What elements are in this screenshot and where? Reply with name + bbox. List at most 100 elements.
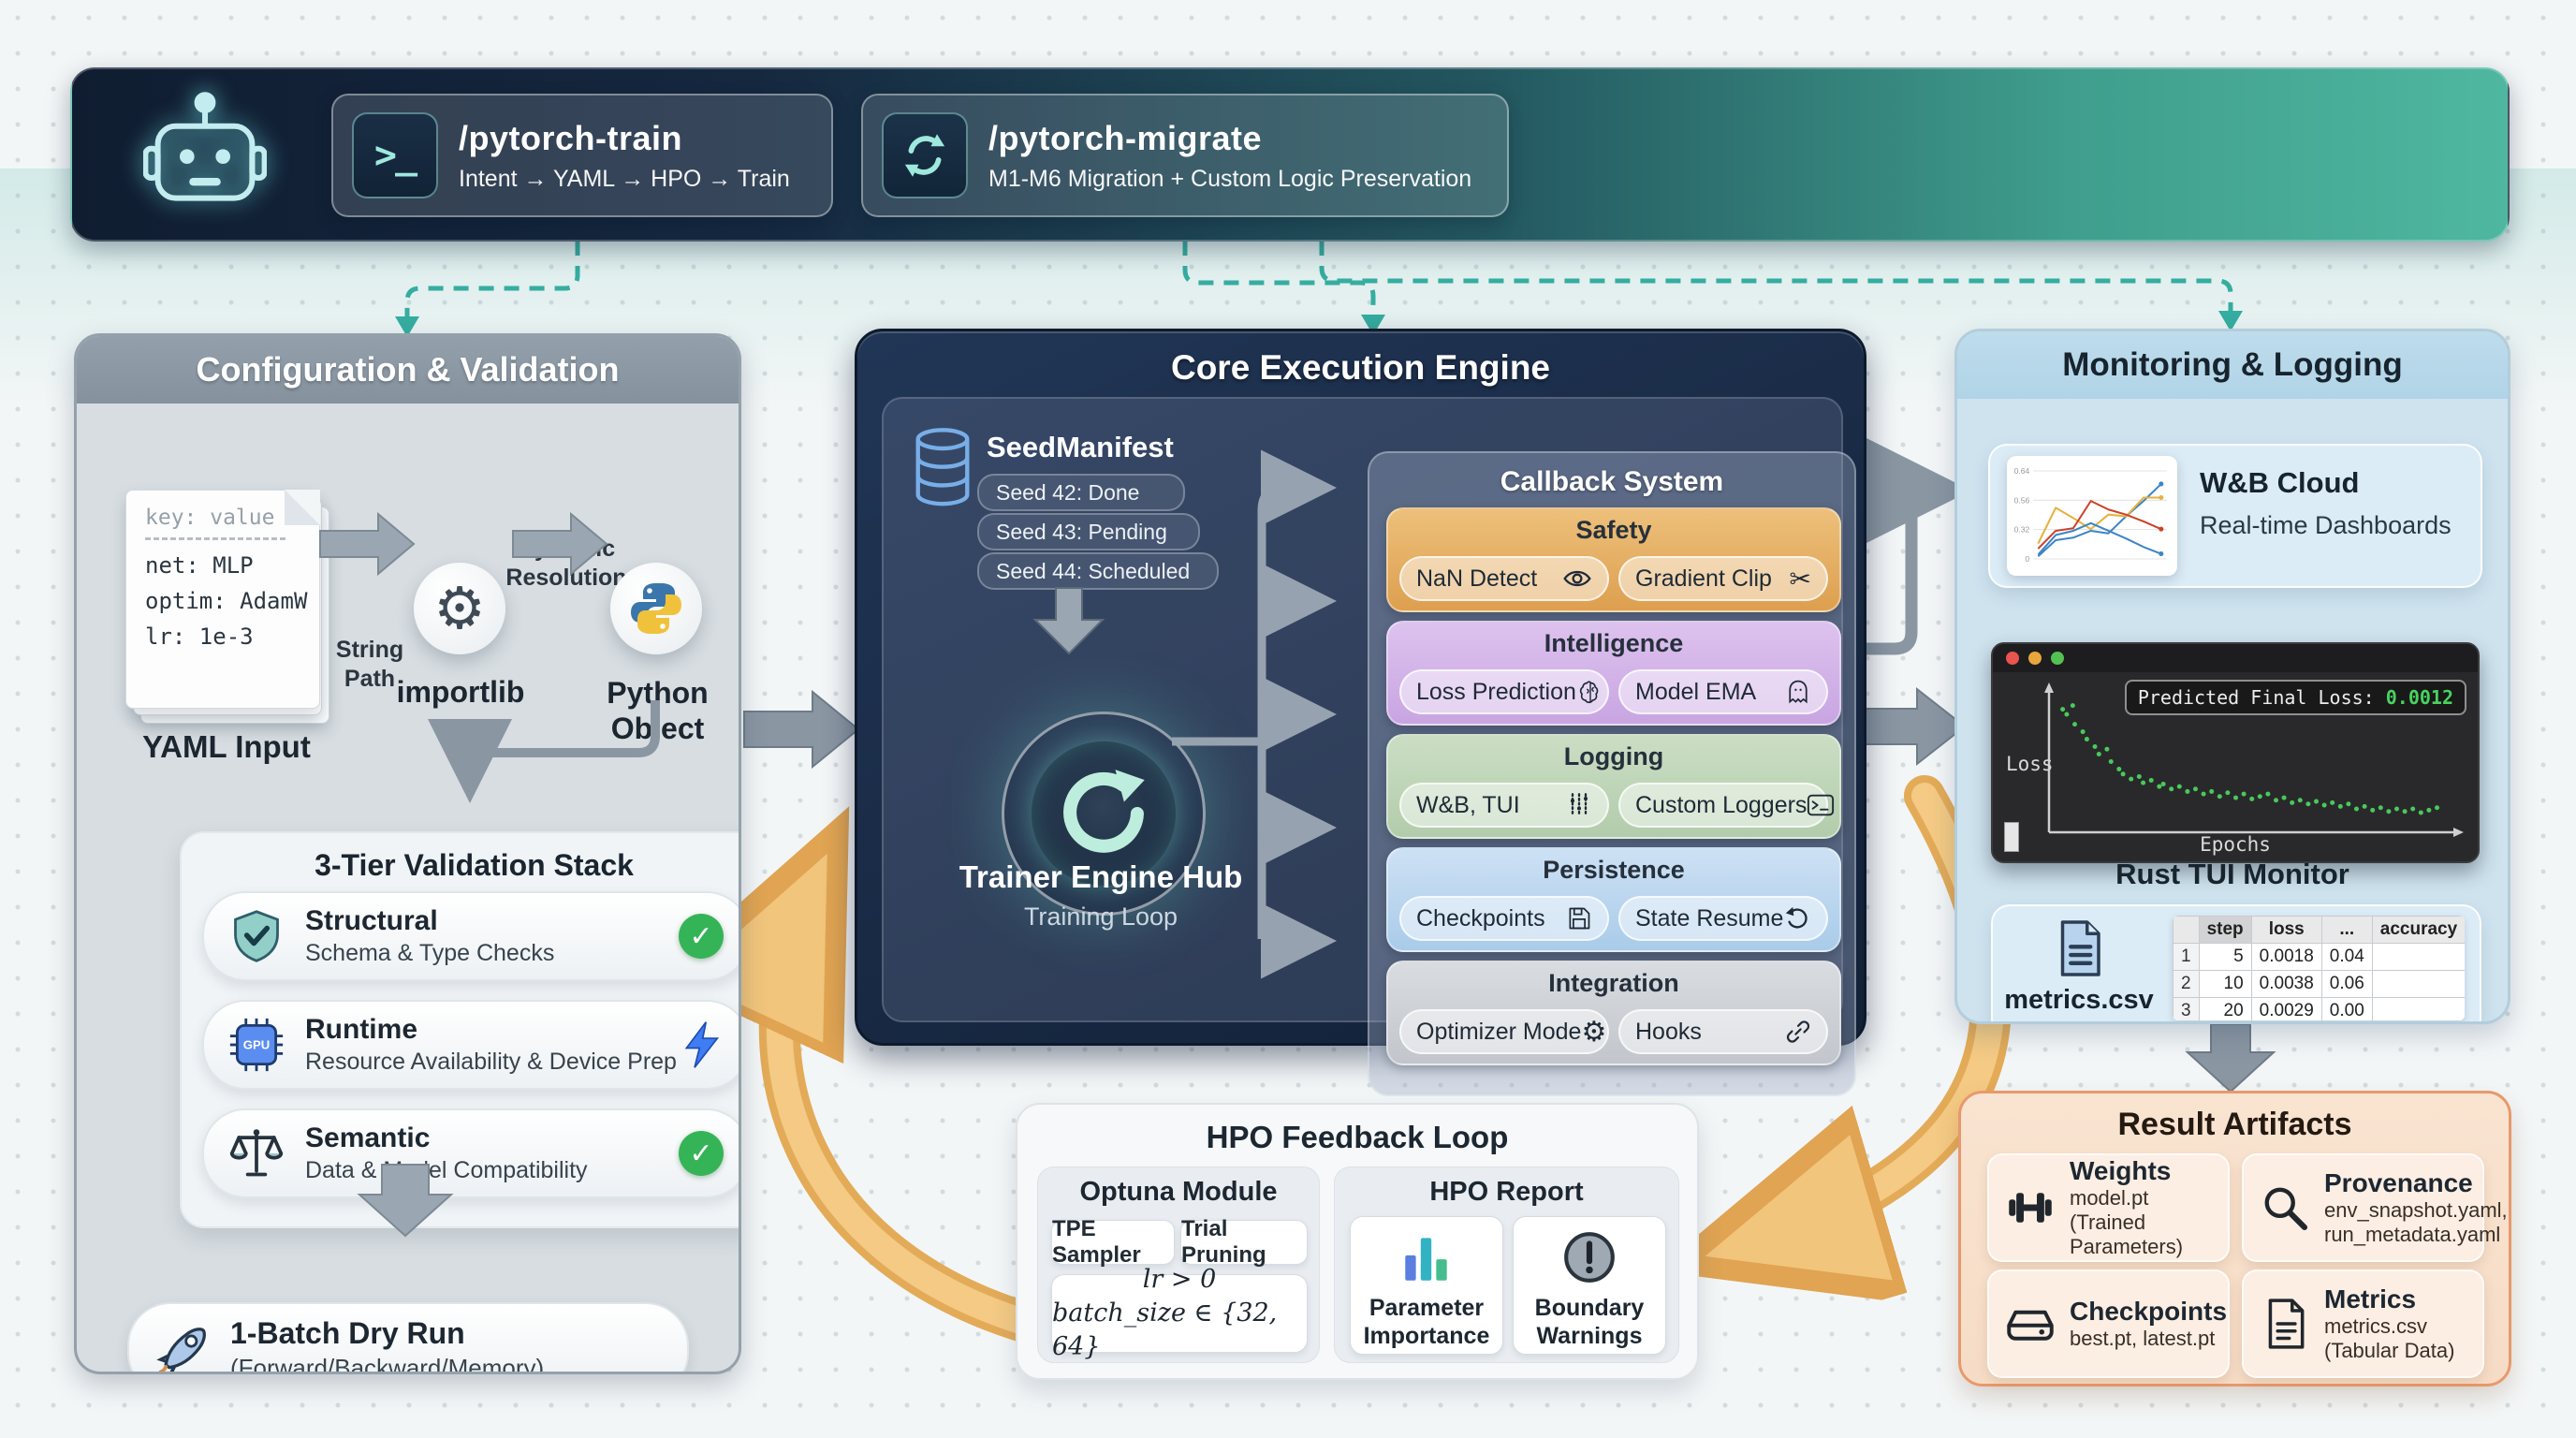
robot-icon [143,92,267,201]
trial-pruning-pill[interactable]: Trial Pruning [1180,1216,1308,1268]
parameter-importance-tile: Parameter Importance [1350,1216,1503,1355]
string-path-label: String Path [335,637,404,692]
tier-subtitle: Schema & Type Checks [305,940,555,966]
validation-row-semantic: Semantic Data & Model Compatibility ✓ [202,1108,739,1198]
validation-stack-card: 3-Tier Validation Stack Structural Schem… [180,831,739,1228]
tier-title: Structural [305,905,438,936]
callback-pill[interactable]: State Resume [1618,896,1828,941]
maximize-dot-icon[interactable] [2051,652,2064,665]
constraint-box: lr > 0 batch_size ∈ {32, 64} [1051,1265,1308,1361]
validation-row-runtime: GPU Runtime Resource Availability & Devi… [202,1000,739,1090]
magnifier-icon [2264,1187,2308,1231]
hpo-report-title: HPO Report [1429,1177,1584,1207]
yaml-line: lr: 1e-3 [145,624,254,650]
yaml-line: net: MLP [145,552,254,579]
check-badge-icon: ✓ [679,1131,724,1176]
eye-icon [1562,564,1592,594]
command-card-migrate[interactable]: /pytorch-migrate M1-M6 Migration + Custo… [861,94,1509,217]
tui-caption: Rust TUI Monitor [2115,858,2349,890]
trainer-hub-disk [1032,741,1176,886]
svg-text:0.64: 0.64 [2014,466,2030,476]
callback-pill[interactable]: Optimizer Mode ⚙ [1399,1009,1609,1054]
trainer-hub-ring [1002,712,1206,916]
file-icon [2268,1299,2305,1349]
undo-icon [1783,904,1811,932]
drive-icon [2007,1310,2054,1341]
brain-icon [1576,678,1604,706]
optuna-module-card: Optuna Module TPE Sampler Trial Pruning … [1037,1167,1320,1363]
dashed-routes [404,215,2233,316]
python-icon [631,583,681,634]
panel-title: Monitoring & Logging [1957,331,2508,399]
callback-group-integration: Integration Optimizer Mode ⚙ Hooks [1386,961,1841,1065]
hub-subtitle: Training Loop [1023,902,1178,931]
check-badge-icon: ✓ [679,914,724,959]
tier-subtitle: Data & Model Compatibility [305,1157,588,1183]
dry-run-card: 1-Batch Dry Run (Forward/Backward/Memory… [127,1302,689,1372]
callback-pill[interactable]: Checkpoints [1399,896,1609,941]
predicted-loss-value: 0.0012 [2385,686,2453,709]
command-header-bar: >_ /pytorch-train Intent → YAML → HPO → … [70,67,2510,242]
svg-text:0: 0 [2025,554,2029,564]
callback-system-title: Callback System [1500,466,1724,497]
python-logo-circle [610,563,702,654]
dynamic-resolution-label: Dynamic Resolution [505,536,627,591]
panel-title: Configuration & Validation [77,336,739,404]
tui-cursor [2004,822,2019,852]
close-dot-icon[interactable] [2006,652,2019,665]
gear-icon: ⚙ [1581,1015,1607,1049]
wandb-subtitle: Real-time Dashboards [2200,511,2452,539]
tpe-sampler-pill[interactable]: TPE Sampler [1051,1216,1175,1268]
dumbbell-icon [2009,1193,2052,1223]
yaml-page: key: value net: MLP optim: AdamW lr: 1e-… [125,490,320,709]
callback-group-safety: Safety NaN Detect Gradient Clip ✂ [1386,507,1841,612]
artifact-weights: Weights model.pt (Trained Parameters) [1987,1153,2230,1262]
callback-pill[interactable]: Model EMA [1618,669,1828,714]
rust-tui-window: Loss Epochs Predicted Final Loss: 0.0012 [1991,642,2480,863]
floppy-icon [1566,905,1592,932]
artifact-provenance: Provenance env_snapshot.yaml, run_metada… [2242,1153,2508,1262]
tui-titlebar [1993,644,2478,672]
command-card-train[interactable]: >_ /pytorch-train Intent → YAML → HPO → … [331,94,833,217]
balance-scale-icon [229,1129,284,1177]
flow-arrows [743,686,2276,1093]
constraint-line: lr > 0 [1142,1265,1217,1294]
tui-ylabel: Loss [2006,753,2054,775]
command-subtitle: M1-M6 Migration + Custom Logic Preservat… [988,165,1472,192]
engine-to-wandb-arrow [1850,430,1971,655]
callback-pill[interactable]: Hooks [1618,1009,1828,1054]
link-icon [1785,1019,1811,1045]
callback-system-panel: Callback System Safety NaN Detect Gradie… [1368,451,1856,1096]
predicted-loss-box: Predicted Final Loss: 0.0012 [2124,680,2466,715]
callback-group-intelligence: Intelligence Loss Prediction Model EMA [1386,621,1841,726]
callback-pill[interactable]: NaN Detect [1399,556,1609,601]
svg-text:GPU: GPU [243,1038,270,1052]
tier-title: Semantic [305,1123,431,1153]
yaml-input-label: YAML Input [142,729,311,764]
seed-pill: Seed 44: Scheduled [977,552,1219,590]
constraint-line: batch_size ∈ {32, 64} [1052,1299,1278,1361]
scissors-icon: ✂ [1789,563,1811,594]
rocket-icon [156,1328,206,1372]
sync-arrows-icon [882,112,968,198]
callback-pill[interactable]: Custom Loggers [1618,783,1835,828]
callback-pill[interactable]: Gradient Clip ✂ [1618,556,1828,601]
seed-manifest-title: SeedManifest [987,431,1174,463]
command-title: /pytorch-migrate [988,118,1263,157]
seed-pill: Seed 42: Done [977,474,1185,511]
artifact-checkpoints: Checkpoints best.pt, latest.pt [1987,1269,2230,1378]
gear-icon: ⚙ [433,574,486,642]
minimize-dot-icon[interactable] [2028,652,2042,665]
tui-xlabel: Epochs [2200,833,2271,856]
core-execution-engine-panel: Core Execution Engine SeedManifest Seed … [855,329,1866,1096]
svg-text:0.32: 0.32 [2014,525,2030,535]
configuration-validation-panel: Configuration & Validation key: value ne… [74,333,741,1374]
hpo-feedback-loop-panel: HPO Feedback Loop Optuna Module TPE Samp… [1016,1103,1699,1380]
callback-pill[interactable]: W&B, TUI [1399,783,1609,828]
callback-pill[interactable]: Loss Prediction [1399,669,1609,714]
